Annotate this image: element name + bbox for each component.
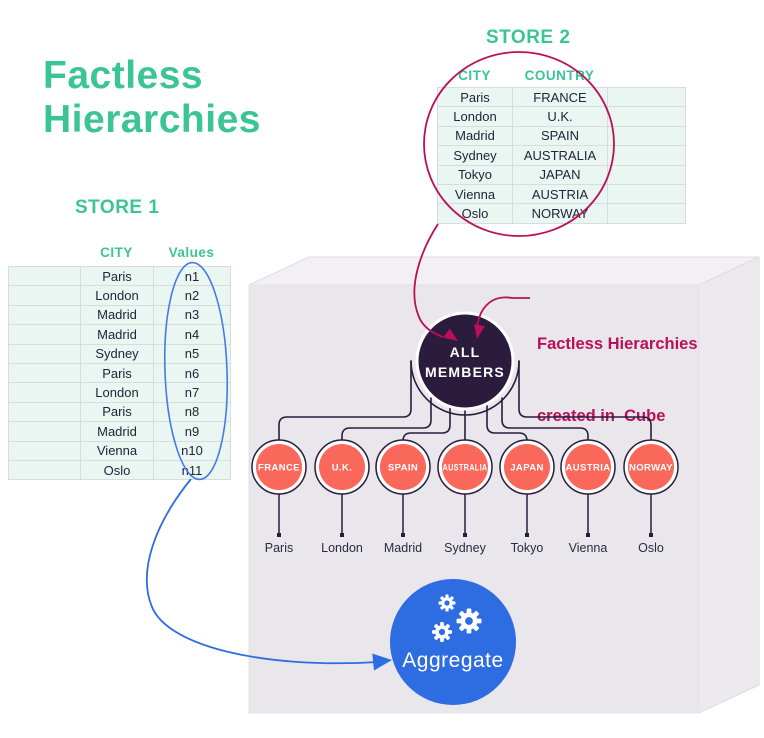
store2-label: STORE 2 — [486, 27, 571, 48]
table-cell-city: Oslo — [437, 203, 513, 224]
table-cell-city: London — [80, 285, 154, 306]
table-cell-city: Sydney — [437, 145, 513, 166]
table-cell-city: Madrid — [80, 421, 154, 442]
cube-annotation-line2: created in Cube — [537, 407, 666, 425]
table-cell-city: Paris — [80, 401, 154, 423]
table-cell-value: n11 — [153, 459, 231, 481]
table-cell-country: SPAIN — [512, 125, 608, 147]
table-cell-empty — [8, 382, 81, 403]
table-cell-empty — [607, 145, 686, 166]
table-cell-city: Oslo — [80, 459, 154, 481]
table-cell-country: U.K. — [512, 106, 608, 127]
page-title: Factless Hierarchies — [43, 54, 261, 142]
table-cell-country: JAPAN — [512, 164, 608, 185]
table-cell-empty — [8, 265, 81, 287]
table-cell-value: n10 — [153, 440, 231, 461]
table-cell-city: Sydney — [80, 343, 154, 364]
table-cell-value: n5 — [153, 343, 231, 364]
table-cell-empty — [607, 106, 686, 127]
store1-header-city: CITY — [100, 245, 133, 260]
table-cell-city: Paris — [80, 265, 154, 287]
table-cell-country: AUSTRALIA — [512, 145, 608, 166]
table-cell-value: n8 — [153, 401, 231, 423]
table-cell-city: London — [437, 106, 513, 127]
table-cell-empty — [607, 203, 686, 224]
table-cell-empty — [8, 304, 81, 326]
table-cell-city: Paris — [80, 362, 154, 384]
table-cell-empty — [8, 421, 81, 442]
table-cell-city: Madrid — [437, 125, 513, 147]
table-cell-value: n7 — [153, 382, 231, 403]
table-cell-value: n9 — [153, 421, 231, 442]
table-cell-country: AUSTRIA — [512, 183, 608, 205]
page-title-line1: Factless — [43, 54, 204, 97]
page-title-line2: Hierarchies — [43, 98, 261, 141]
table-cell-empty — [8, 324, 81, 345]
store2-header-country: COUNTRY — [524, 68, 595, 83]
table-cell-city: Vienna — [80, 440, 154, 461]
table-cell-empty — [8, 362, 81, 384]
table-cell-value: n4 — [153, 324, 231, 345]
table-cell-empty — [8, 401, 81, 423]
table-cell-value: n1 — [153, 265, 231, 287]
table-cell-country: NORWAY — [512, 203, 608, 224]
table-cell-city: London — [80, 382, 154, 403]
cube-annotation: Factless Hierarchies created in Cube — [537, 284, 698, 476]
table-cell-empty — [8, 440, 81, 461]
store1-label: STORE 1 — [75, 197, 160, 218]
table-cell-city: Paris — [437, 86, 513, 108]
cube-annotation-line1: Factless Hierarchies — [537, 335, 698, 353]
table-cell-city: Vienna — [437, 183, 513, 205]
store1-header-values: Values — [168, 245, 215, 260]
table-cell-city: Tokyo — [437, 164, 513, 185]
table-cell-empty — [8, 285, 81, 306]
store2-header-city: CITY — [458, 68, 491, 83]
table-cell-city: Madrid — [80, 324, 154, 345]
table-cell-empty — [8, 343, 81, 364]
table-cell-value: n2 — [153, 285, 231, 306]
table-cell-empty — [8, 459, 81, 481]
table-cell-empty — [607, 86, 686, 108]
table-cell-empty — [607, 164, 686, 185]
table-cell-country: FRANCE — [512, 86, 608, 108]
table-cell-value: n6 — [153, 362, 231, 384]
table-cell-empty — [607, 125, 686, 147]
table-cell-city: Madrid — [80, 304, 154, 326]
table-cell-value: n3 — [153, 304, 231, 326]
table-cell-empty — [607, 183, 686, 205]
